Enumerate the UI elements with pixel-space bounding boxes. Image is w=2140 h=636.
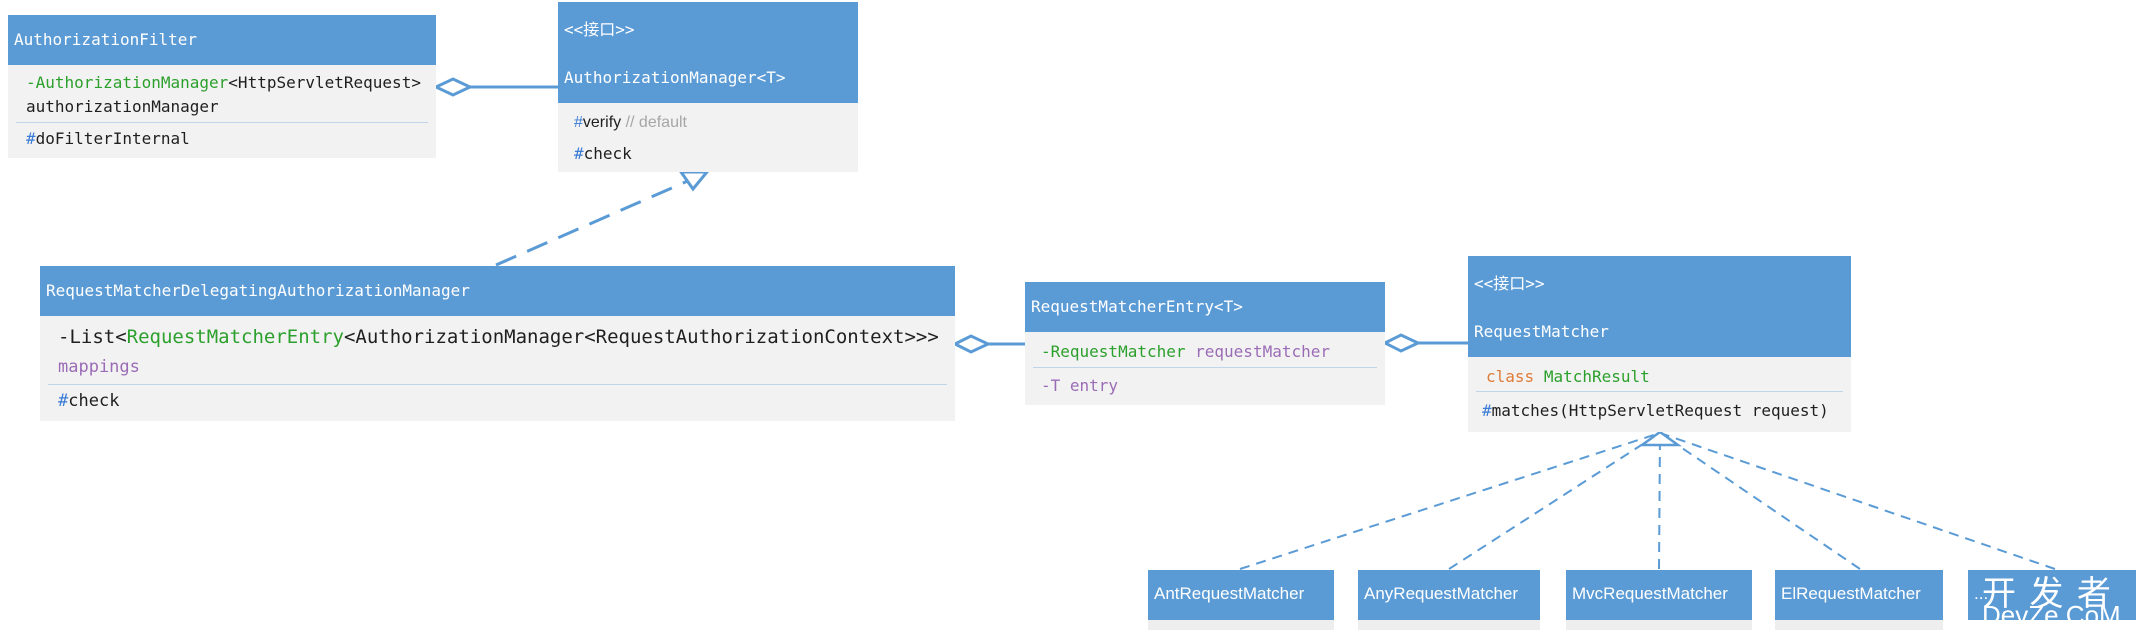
delegating-manager-header: RequestMatcherDelegatingAuthorizationMan… bbox=[40, 266, 955, 316]
more-matchers-box: ... bbox=[1968, 570, 2136, 620]
divider bbox=[1476, 391, 1843, 392]
stereotype: <<接口>> bbox=[564, 20, 635, 39]
matcher-entry-header: RequestMatcherEntry<T> bbox=[1025, 282, 1385, 332]
realization-delegating-manager bbox=[495, 170, 711, 267]
delegating-manager-class: RequestMatcherDelegatingAuthorizationMan… bbox=[40, 266, 955, 421]
watermark-devze: DevZe.CoM bbox=[1982, 600, 2121, 630]
request-matcher-header: <<接口>> RequestMatcher bbox=[1468, 256, 1851, 357]
field-name: authorizationManager bbox=[26, 97, 219, 116]
el-request-matcher-body bbox=[1775, 620, 1943, 630]
any-request-matcher-body bbox=[1358, 620, 1540, 630]
stereotype: <<接口>> bbox=[1474, 274, 1545, 293]
watermark-chinese: 开 发 者 bbox=[1982, 575, 2113, 613]
method-row: #doFilterInternal bbox=[26, 129, 190, 148]
field-row-1: -RequestMatcher requestMatcher bbox=[1041, 342, 1330, 361]
inner-class-row: class MatchResult bbox=[1486, 367, 1650, 386]
field-row: -AuthorizationManager<HttpServletRequest… bbox=[26, 73, 421, 92]
mvc-request-matcher-box: MvcRequestMatcher bbox=[1566, 570, 1752, 620]
class-title: AuthorizationFilter bbox=[14, 30, 198, 49]
class-title: RequestMatcherEntry<T> bbox=[1031, 297, 1243, 316]
impl-label: ElRequestMatcher bbox=[1781, 584, 1921, 603]
method-name: doFilterInternal bbox=[35, 129, 190, 148]
matcher-entry-class: RequestMatcherEntry<T> -RequestMatcher r… bbox=[1025, 282, 1385, 405]
authorization-filter-class: AuthorizationFilter -AuthorizationManage… bbox=[8, 15, 436, 158]
method-check: #check bbox=[574, 144, 632, 163]
authorization-filter-header: AuthorizationFilter bbox=[8, 15, 436, 65]
aggregation-delegating-entry bbox=[951, 334, 1025, 354]
method-row: #matches(HttpServletRequest request) bbox=[1482, 401, 1829, 420]
field-name: mappings bbox=[58, 357, 140, 377]
field-row-2: -T entry bbox=[1041, 376, 1119, 395]
method-row: #check bbox=[58, 391, 120, 411]
aggregation-filter-manager bbox=[432, 77, 558, 97]
request-matcher-interface: <<接口>> RequestMatcher class MatchResult … bbox=[1468, 256, 1851, 432]
authorization-manager-interface: <<接口>> AuthorizationManager<T> #verify /… bbox=[558, 2, 858, 172]
impl-label: AnyRequestMatcher bbox=[1364, 584, 1519, 603]
any-request-matcher-box: AnyRequestMatcher bbox=[1358, 570, 1540, 620]
impl-label: ... bbox=[1974, 584, 1989, 603]
authorization-manager-header: <<接口>> AuthorizationManager<T> bbox=[558, 2, 858, 103]
divider bbox=[16, 122, 428, 123]
class-title: RequestMatcherDelegatingAuthorizationMan… bbox=[46, 281, 470, 300]
mvc-request-matcher-body bbox=[1566, 620, 1752, 630]
impl-label: MvcRequestMatcher bbox=[1572, 584, 1728, 603]
method-verify: #verify // default bbox=[574, 114, 687, 131]
interface-title: RequestMatcher bbox=[1474, 322, 1609, 341]
field-row: -List<RequestMatcherEntry<AuthorizationM… bbox=[58, 326, 939, 348]
realization-impls-matcher bbox=[1239, 430, 2056, 570]
method-comment: // default bbox=[625, 114, 687, 131]
divider bbox=[48, 384, 947, 385]
el-request-matcher-box: ElRequestMatcher bbox=[1775, 570, 1943, 620]
impl-label: AntRequestMatcher bbox=[1154, 584, 1305, 603]
field-type: AuthorizationManager bbox=[35, 73, 229, 92]
ant-request-matcher-body bbox=[1148, 620, 1334, 630]
interface-title: AuthorizationManager<T> bbox=[564, 68, 786, 87]
aggregation-entry-matcher bbox=[1381, 333, 1468, 353]
ant-request-matcher-box: AntRequestMatcher bbox=[1148, 570, 1334, 620]
divider bbox=[1033, 367, 1377, 368]
